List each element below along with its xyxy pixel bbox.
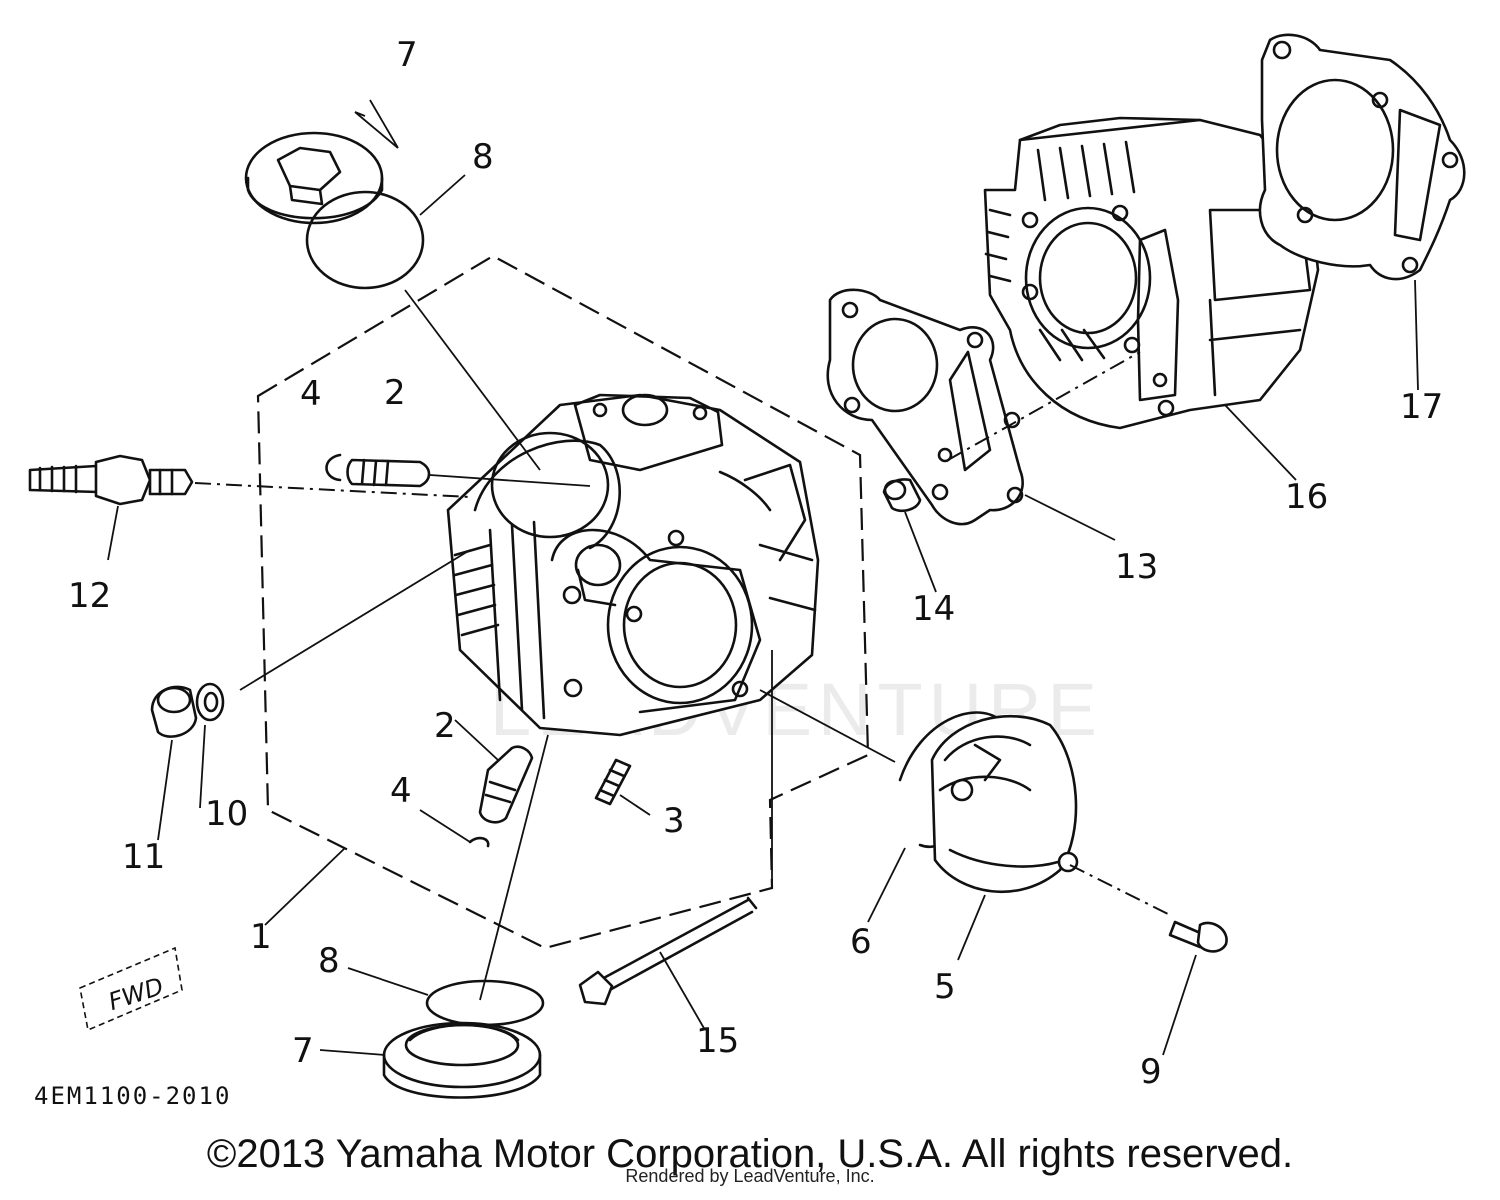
- callout-9: 9: [1140, 1052, 1162, 1092]
- callout-3: 3: [663, 801, 685, 841]
- dowel-pin-upper-part-2[interactable]: [346, 458, 431, 488]
- copyright-notice: ©2013 Yamaha Motor Corporation, U.S.A. A…: [206, 1132, 1294, 1176]
- long-bolt-part-15[interactable]: [578, 896, 758, 1006]
- callout-6: 6: [850, 922, 872, 962]
- callout-7-bottom: 7: [292, 1031, 314, 1071]
- callout-11: 11: [122, 837, 165, 877]
- stud-part-3[interactable]: [594, 758, 632, 806]
- callout-14: 14: [912, 589, 955, 629]
- callout-1: 1: [250, 917, 272, 957]
- callout-4-bottom: 4: [390, 771, 412, 811]
- head-gasket-part-13[interactable]: [826, 288, 1024, 526]
- callout-8-top: 8: [472, 137, 494, 177]
- small-bolt-part-9[interactable]: [1168, 920, 1228, 953]
- valve-cap-top-part-7[interactable]: [244, 131, 384, 225]
- o-ring-lower-part-8[interactable]: [425, 979, 545, 1027]
- assembly-boundary-box: [256, 254, 870, 950]
- dowel-pin-lower-part-2[interactable]: [478, 745, 534, 824]
- callout-16: 16: [1285, 477, 1328, 517]
- spark-plug-part-12[interactable]: [28, 454, 194, 506]
- cover-part-5[interactable]: [930, 714, 1079, 893]
- callout-2-bottom: 2: [434, 706, 456, 746]
- callout-8-bottom: 8: [318, 941, 340, 981]
- callout-17: 17: [1400, 387, 1443, 427]
- o-ring-top-part-8[interactable]: [305, 190, 425, 290]
- valve-cap-lower-part-7[interactable]: [382, 1021, 542, 1099]
- callout-12: 12: [68, 576, 111, 616]
- clip-lower-part-4[interactable]: [468, 836, 490, 848]
- fwd-direction-marker: FWD: [79, 946, 183, 1032]
- callout-7-top: 7: [396, 35, 418, 75]
- diagram-code: 4EM1100-2010: [34, 1082, 231, 1110]
- callout-2-top: 2: [384, 373, 406, 413]
- base-gasket-part-17[interactable]: [1258, 33, 1466, 281]
- dowel-part-14[interactable]: [882, 478, 922, 513]
- callout-15: 15: [696, 1021, 739, 1061]
- callout-5: 5: [934, 967, 956, 1007]
- rendered-by-notice: Rendered by LeadVenture, Inc.: [625, 1166, 875, 1186]
- callout-13: 13: [1115, 547, 1158, 587]
- plug-bolt-part-11[interactable]: [150, 685, 198, 738]
- callout-4-top: 4: [300, 374, 322, 414]
- clip-upper-part-4[interactable]: [325, 453, 342, 482]
- washer-part-10[interactable]: [195, 682, 225, 722]
- callout-10: 10: [205, 794, 248, 834]
- leader-lines: [107, 99, 1419, 1056]
- cylinder-head-part-1[interactable]: [446, 393, 820, 737]
